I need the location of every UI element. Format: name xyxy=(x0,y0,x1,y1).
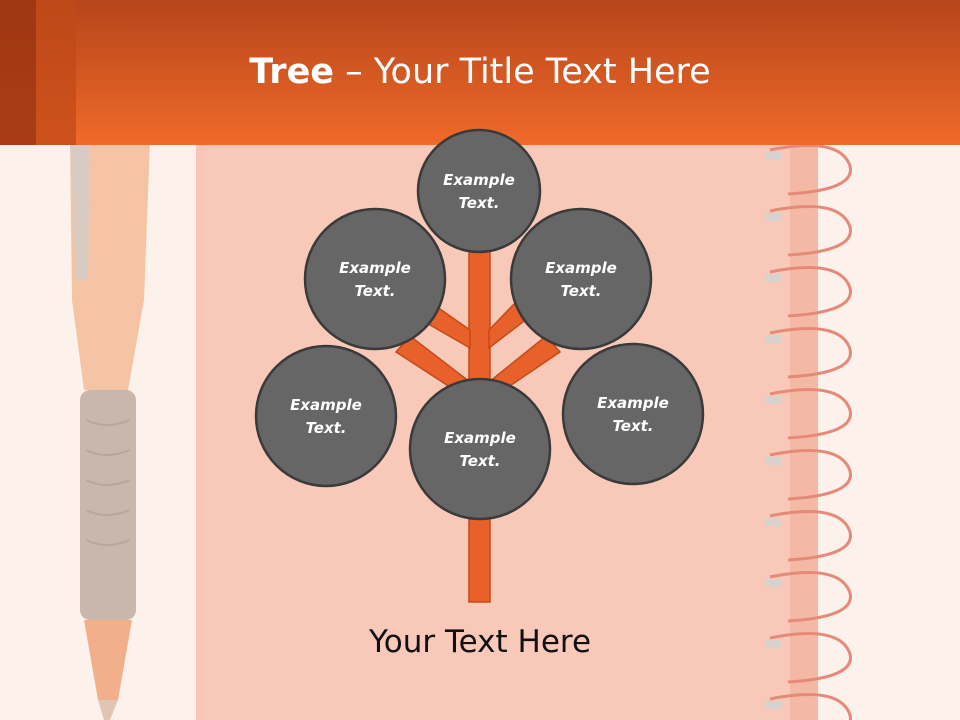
spiral-binding-image xyxy=(766,144,852,720)
tree-diagram: ExampleText.ExampleText.ExampleText.Exam… xyxy=(254,128,705,603)
binding-hole xyxy=(766,274,782,282)
spiral-ring xyxy=(769,693,852,720)
binding-hole xyxy=(766,396,782,404)
spiral-ring xyxy=(769,144,852,196)
node-label-line2: Text. xyxy=(612,417,653,435)
node-circle xyxy=(416,128,542,254)
node-label-line1: Example xyxy=(443,171,515,189)
title-bar xyxy=(0,0,960,145)
node-label-line2: Text. xyxy=(560,282,601,300)
spiral-ring xyxy=(769,510,852,562)
binding-hole xyxy=(766,457,782,465)
node-label-line2: Text. xyxy=(458,194,499,212)
spiral-ring xyxy=(769,632,852,684)
pen-image xyxy=(70,140,150,720)
node-label-line1: Example xyxy=(444,429,516,447)
binding-hole xyxy=(766,701,782,709)
node-label-line2: Text. xyxy=(305,419,346,437)
binding-hole xyxy=(766,152,782,160)
spiral-ring xyxy=(769,571,852,623)
title-dash: – xyxy=(334,52,374,92)
node-label-line2: Text. xyxy=(354,282,395,300)
slide-title: Tree – Your Title Text Here xyxy=(0,52,960,92)
spiral-ring xyxy=(769,205,852,257)
binding-hole xyxy=(766,335,782,343)
title-rest: Your Title Text Here xyxy=(373,52,711,92)
node-label-line1: Example xyxy=(290,396,362,414)
footer-text: Your Text Here xyxy=(368,624,592,660)
node-label-line2: Text. xyxy=(459,452,500,470)
node-circle xyxy=(408,377,552,521)
binding-hole xyxy=(766,213,782,221)
spiral-ring xyxy=(769,266,852,318)
node-circle xyxy=(509,207,653,351)
node-circle xyxy=(561,342,705,486)
spiral-ring xyxy=(769,327,852,379)
title-bold: Tree xyxy=(249,52,335,92)
node-label-line1: Example xyxy=(545,259,617,277)
spiral-ring xyxy=(769,388,852,440)
spiral-ring xyxy=(769,449,852,501)
binding-hole xyxy=(766,640,782,648)
node-circle xyxy=(254,344,398,488)
node-label-line1: Example xyxy=(339,259,411,277)
binding-hole xyxy=(766,579,782,587)
tree-nodes: ExampleText.ExampleText.ExampleText.Exam… xyxy=(254,128,705,521)
node-circle xyxy=(303,207,447,351)
binding-hole xyxy=(766,518,782,526)
node-label-line1: Example xyxy=(597,394,669,412)
